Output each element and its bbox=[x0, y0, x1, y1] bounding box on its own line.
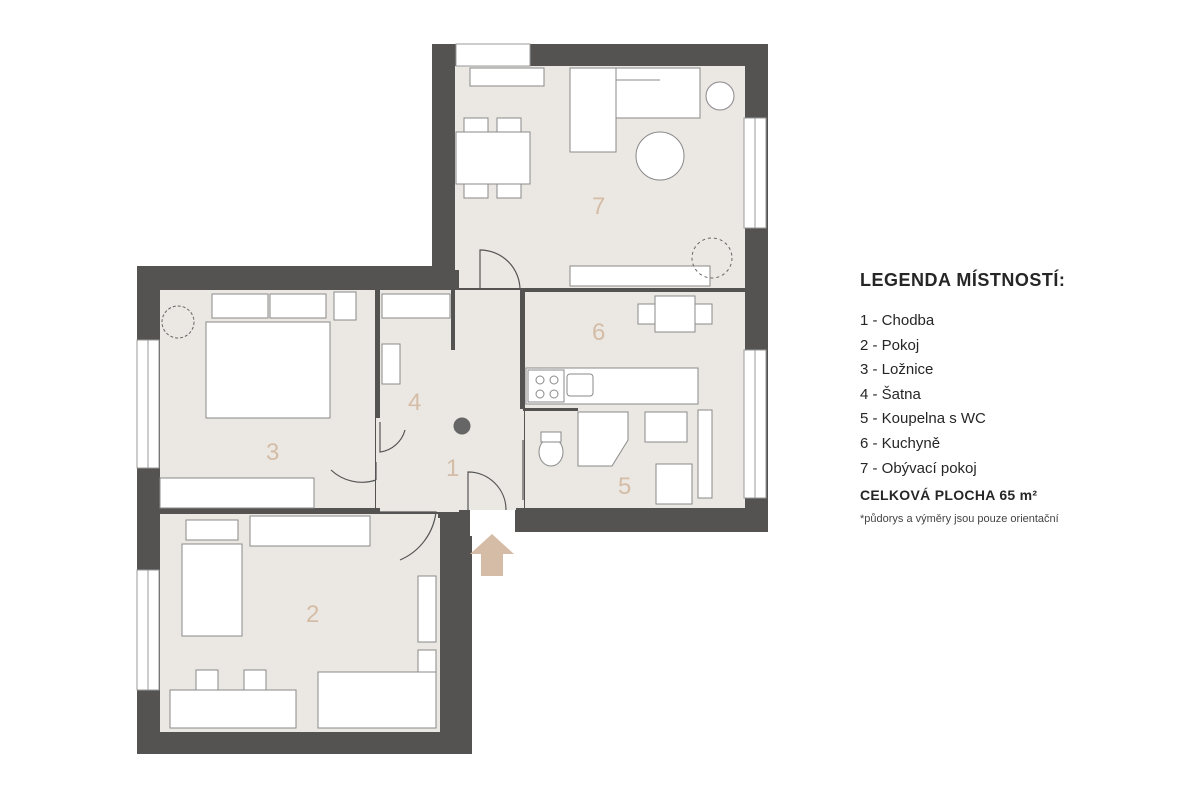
entrance-arrow-icon bbox=[470, 534, 514, 576]
wardrobe bbox=[159, 477, 315, 509]
door-swing bbox=[379, 422, 406, 453]
sofa-chaise bbox=[569, 67, 617, 153]
door-swing bbox=[479, 249, 521, 291]
tv-stand bbox=[569, 265, 711, 287]
coffee-table bbox=[635, 131, 685, 181]
legend-item: 2 - Pokoj bbox=[860, 336, 920, 354]
desk bbox=[169, 689, 297, 729]
room-number: 6 bbox=[592, 319, 605, 346]
sink bbox=[566, 373, 594, 397]
legend-item: 3 - Ložnice bbox=[860, 361, 934, 379]
shoe-rack bbox=[381, 343, 401, 385]
room-number: 5 bbox=[618, 473, 631, 500]
room-1-floor bbox=[376, 290, 524, 512]
legend-title: LEGENDA MÍSTNOSTÍ: bbox=[860, 270, 1066, 290]
room-number: 2 bbox=[306, 601, 319, 628]
room-number: 7 bbox=[592, 193, 605, 220]
door-swing bbox=[467, 471, 507, 511]
bath-cabinet bbox=[697, 409, 713, 499]
doors bbox=[330, 249, 524, 561]
single-bed bbox=[181, 543, 243, 637]
legend-item: 6 - Kuchyně bbox=[860, 434, 941, 452]
legend-item: 5 - Koupelna s WC bbox=[860, 410, 986, 428]
dining-table bbox=[455, 131, 531, 185]
furniture bbox=[159, 67, 735, 729]
room-number: 1 bbox=[446, 455, 459, 482]
shelf bbox=[417, 575, 437, 643]
legend-item: 7 - Obývací pokoj bbox=[860, 459, 977, 477]
room-number: 3 bbox=[266, 439, 279, 466]
nightstand bbox=[333, 291, 357, 321]
windows bbox=[136, 43, 767, 691]
lamp bbox=[705, 81, 735, 111]
room-number: 4 bbox=[408, 389, 421, 416]
door-swing bbox=[330, 462, 377, 483]
legend-list: 1 - Chodba 2 - Pokoj 3 - Ložnice 4 - Šat… bbox=[860, 309, 1190, 481]
plant-icon bbox=[161, 305, 195, 339]
wardrobe-2 bbox=[249, 515, 371, 547]
wardrobe-shelf bbox=[381, 293, 451, 319]
room-legend: LEGENDA MÍSTNOSTÍ: 1 - Chodba 2 - Pokoj … bbox=[860, 270, 1190, 525]
room-numbers: 1 2 3 4 5 6 7 bbox=[266, 193, 631, 628]
sideboard bbox=[469, 67, 545, 87]
window bbox=[455, 43, 531, 67]
shower bbox=[577, 411, 629, 467]
plant-icon bbox=[691, 237, 733, 279]
legend-item: 1 - Chodba bbox=[860, 312, 935, 329]
plant-icon bbox=[453, 417, 471, 435]
disclaimer-note: *půdorys a výměry jsou pouze orientační bbox=[860, 513, 1059, 526]
openings bbox=[470, 510, 515, 536]
washing-machine bbox=[655, 463, 693, 505]
partitions bbox=[160, 270, 746, 532]
room-2-floor-b bbox=[438, 514, 440, 732]
sofa-bed bbox=[317, 671, 437, 729]
double-bed bbox=[205, 321, 331, 419]
bathroom-sink bbox=[644, 411, 688, 443]
kitchen-table bbox=[654, 295, 696, 333]
legend-item: 4 - Šatna bbox=[860, 385, 921, 403]
stove bbox=[527, 369, 565, 403]
plants bbox=[161, 237, 733, 435]
total-area: CELKOVÁ PLOCHA 65 m² bbox=[860, 487, 1038, 504]
door-swing bbox=[376, 511, 437, 561]
